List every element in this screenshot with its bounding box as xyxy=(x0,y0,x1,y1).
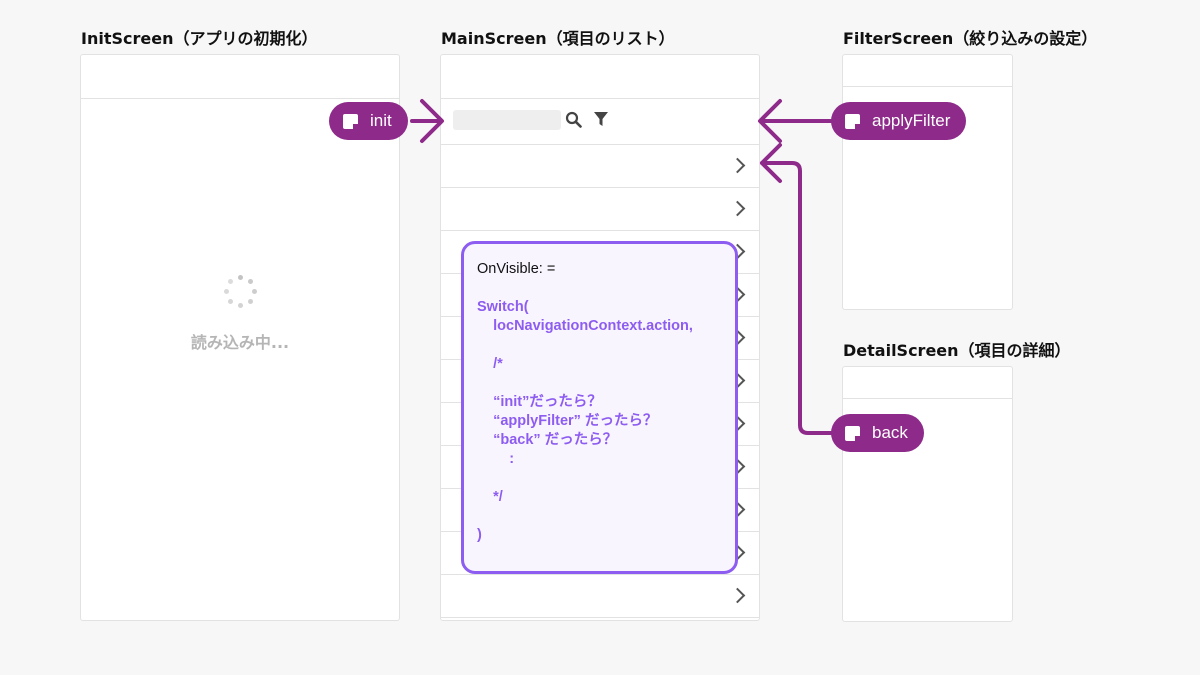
main-screen-title: MainScreen（項目のリスト） xyxy=(441,29,675,48)
detail-screen-title: DetailScreen（項目の詳細） xyxy=(843,341,1071,360)
filter-icon[interactable] xyxy=(593,111,609,128)
main-screen-header xyxy=(441,55,759,99)
code-body: Switch( locNavigationContext.action, /* … xyxy=(477,299,693,543)
init-arrow-head xyxy=(420,99,444,143)
filter-screen-header xyxy=(843,55,1012,87)
filter-screen-panel xyxy=(842,54,1013,310)
list-item[interactable] xyxy=(441,531,759,575)
back-action-label: back xyxy=(872,423,908,442)
list-item[interactable] xyxy=(441,574,759,618)
code-box: OnVisible: = Switch( locNavigationContex… xyxy=(461,241,738,574)
apply-filter-arrow-head xyxy=(758,99,782,143)
search-input[interactable] xyxy=(453,110,561,130)
init-screen-panel: 読み込み中... xyxy=(80,54,400,621)
init-screen-title: InitScreen（アプリの初期化） xyxy=(81,29,318,48)
loading-text: 読み込み中... xyxy=(190,333,290,352)
detail-screen-panel xyxy=(842,366,1013,622)
back-arrow-head xyxy=(760,143,782,183)
apply-filter-action-pill: applyFilter xyxy=(831,102,967,140)
search-bar xyxy=(441,98,759,145)
init-action-label: init xyxy=(370,111,392,130)
note-icon xyxy=(845,425,860,441)
code-first-line: OnVisible: = xyxy=(477,261,556,277)
note-icon xyxy=(845,113,860,129)
apply-filter-action-label: applyFilter xyxy=(872,111,951,130)
back-action-pill: back xyxy=(831,414,924,452)
init-action-pill: init xyxy=(329,102,408,140)
back-arrow-line xyxy=(760,161,834,435)
detail-screen-header xyxy=(843,367,1012,399)
list-item[interactable] xyxy=(441,144,759,188)
init-screen-header xyxy=(81,55,399,99)
list-item[interactable] xyxy=(441,187,759,231)
search-icon[interactable] xyxy=(565,111,583,129)
note-icon xyxy=(343,113,358,129)
loading-spinner-icon xyxy=(223,274,259,310)
filter-screen-title: FilterScreen（絞り込みの設定） xyxy=(843,29,1098,48)
